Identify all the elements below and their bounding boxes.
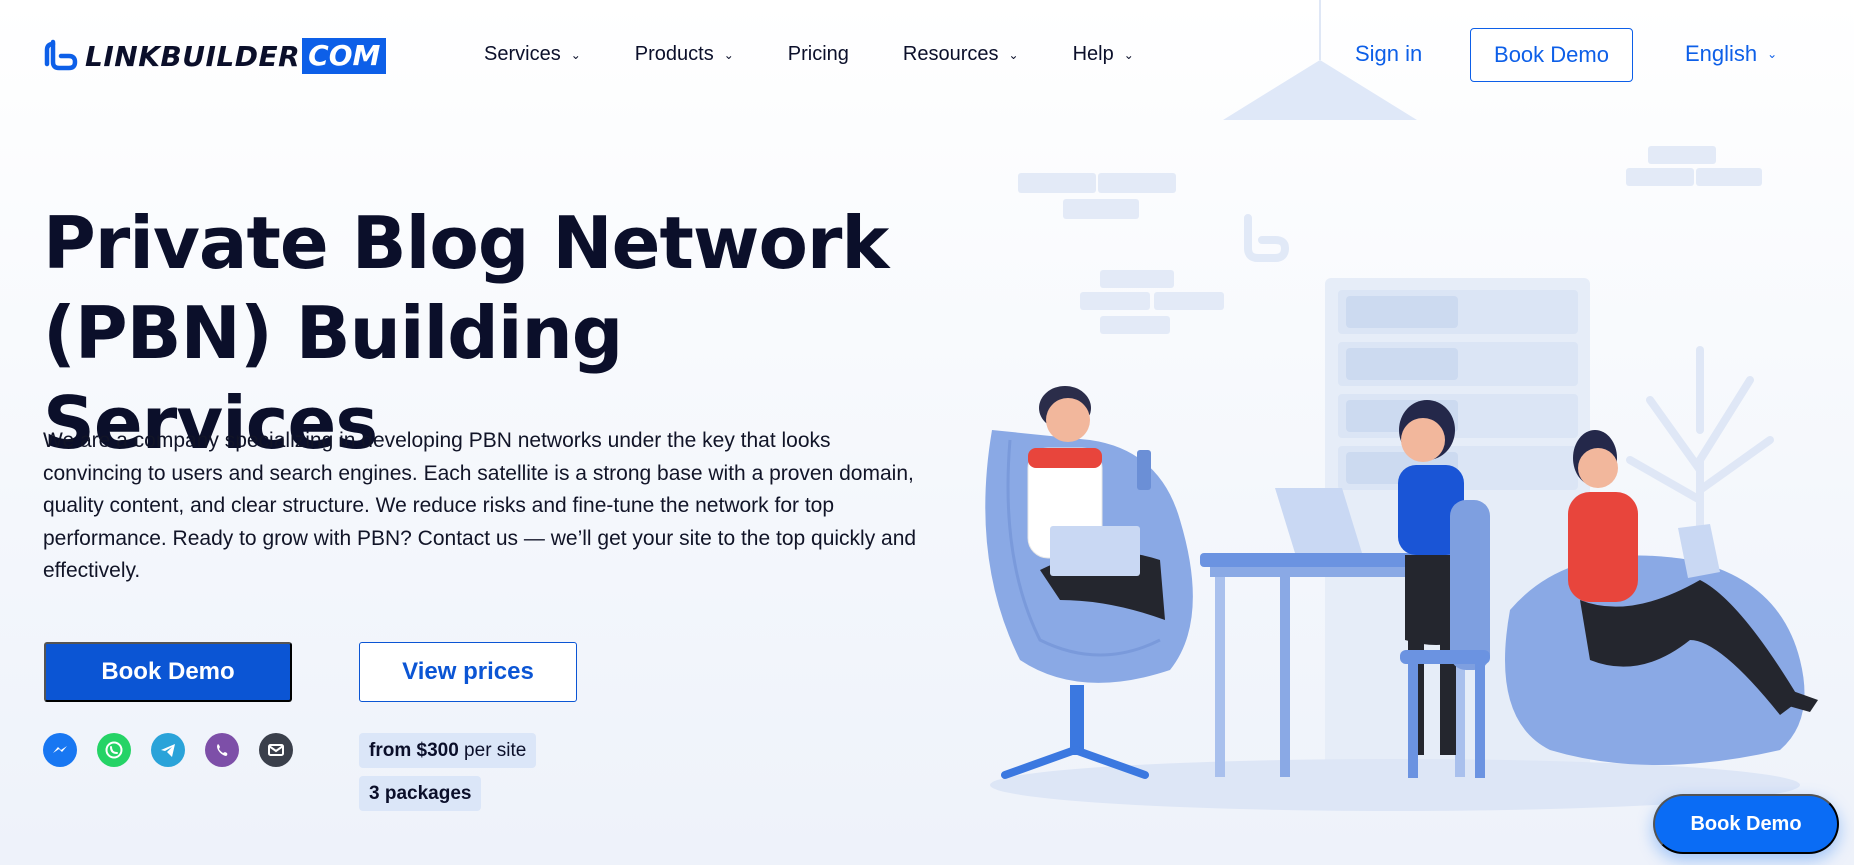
packages-label: 3 packages: [369, 782, 472, 804]
title-line-2: (PBN) Building Services: [43, 291, 623, 465]
nav-item-pricing[interactable]: Pricing: [788, 40, 849, 68]
hero-description: We are a company specializing in develop…: [43, 429, 917, 582]
chevron-down-icon: ⌄: [723, 48, 734, 62]
site-header: LINKBUILDER COM Services ⌄ Products ⌄ Pr…: [0, 0, 1854, 110]
book-demo-button[interactable]: Book Demo: [44, 642, 292, 702]
chevron-down-icon: ⌄: [1008, 48, 1019, 62]
floating-book-demo-button[interactable]: Book Demo: [1653, 794, 1839, 854]
logo-link-icon: [44, 39, 78, 71]
brand-suffix: COM: [302, 38, 387, 74]
hero-illustration: [985, 0, 1818, 811]
nav-item-label: Resources: [902, 42, 999, 65]
whatsapp-icon[interactable]: [97, 733, 131, 767]
nav-item-resources[interactable]: Resources ⌄: [903, 40, 1019, 68]
sign-in-link[interactable]: Sign in: [1355, 41, 1423, 66]
brand-name: LINKBUILDER: [85, 39, 301, 73]
nav-item-label: Products: [634, 42, 714, 65]
price-badge: from $300 per site: [359, 733, 537, 768]
view-prices-button[interactable]: View prices: [359, 642, 577, 702]
chevron-down-icon: ⌄: [1123, 48, 1134, 62]
nav-item-label: Pricing: [787, 42, 849, 65]
nav-item-label: Services: [484, 42, 561, 65]
messenger-icon[interactable]: [43, 733, 77, 767]
title-line-1: Private Blog Network: [43, 201, 889, 285]
chevron-down-icon: ⌄: [570, 48, 581, 62]
header-book-demo-button[interactable]: Book Demo: [1470, 28, 1633, 82]
nav-item-products[interactable]: Products ⌄: [635, 40, 734, 68]
chevron-down-icon: ⌄: [1767, 47, 1778, 61]
language-label: English: [1685, 41, 1758, 66]
nav-item-services[interactable]: Services ⌄: [484, 40, 581, 68]
email-icon[interactable]: [259, 733, 293, 767]
packages-badge: 3 packages: [359, 776, 482, 811]
price-value: from $300: [369, 739, 459, 761]
page-title: Private Blog Network (PBN) Building Serv…: [43, 198, 943, 468]
main-nav: Services ⌄ Products ⌄ Pricing Resources …: [484, 40, 1188, 68]
brand-logo[interactable]: LINKBUILDER COM: [43, 38, 387, 74]
viber-icon[interactable]: [205, 733, 239, 767]
price-suffix: per site: [458, 739, 527, 761]
language-selector[interactable]: English ⌄: [1685, 41, 1777, 67]
contact-icons: [43, 733, 293, 767]
nav-item-label: Help: [1072, 42, 1114, 65]
telegram-icon[interactable]: [151, 733, 185, 767]
nav-item-help[interactable]: Help ⌄: [1073, 40, 1134, 68]
